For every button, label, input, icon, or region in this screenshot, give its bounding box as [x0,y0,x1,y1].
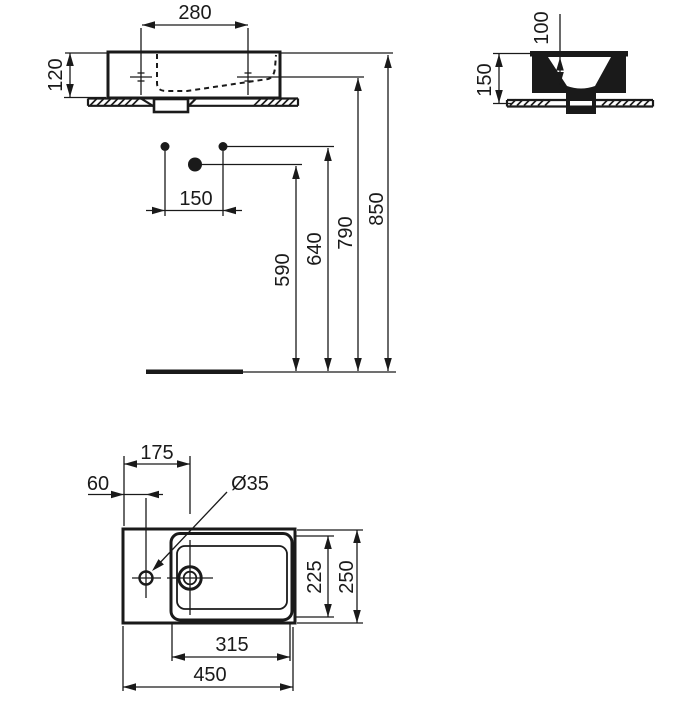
dim-left-to-waste: 175 [123,442,191,526]
dim-fixing-above-floor: 790 [259,76,364,371]
dim-280-label: 280 [178,2,211,24]
hatch-pattern [601,98,651,107]
dim-120-label: 120 [45,58,67,91]
dim-tap-hole-centers: 280 [140,2,249,95]
dim-bowl-width: 315 [171,622,291,661]
bowl-hidden-profile [156,54,277,92]
hatch-pattern [253,98,297,107]
dim-60-label: 60 [87,473,109,495]
dim-450-label: 450 [193,664,226,686]
dim-supply-spacing: 150 [146,188,242,215]
supply-connection-dot-left [160,142,170,151]
dim-850-label: 850 [366,192,388,225]
dim-315-label: 315 [215,634,248,656]
hatch-pattern [89,98,140,107]
dim-overall-width: 450 [122,626,294,691]
dim-rim-height: 120 [45,53,106,99]
dim-640-label: 640 [304,232,326,265]
mounting-shelf-front [86,97,300,114]
dim-tap-hole-diameter: Ø35 [152,473,269,571]
dim-150-side-label: 150 [474,63,496,96]
dim-left-to-tap: 60 [87,473,163,598]
front-view: 280 120 [45,2,393,114]
waste-outlet-front [152,97,190,114]
dim-waste-above-floor: 590 [195,163,302,371]
dim-100-label: 100 [531,11,553,44]
installation-dimensions: 150 850 790 640 [146,55,396,374]
dim-overall-depth: 250 [297,529,363,624]
dim-175-label: 175 [140,442,173,464]
dim-supply-above-floor: 640 [223,145,334,371]
side-view: 100 150 [474,11,655,114]
bowl-cavity-side [548,57,611,89]
waste-outlet-slot [570,101,592,106]
hatch-pattern [509,98,552,107]
dim-590-label: 590 [272,253,294,286]
bowl-outline-plan [169,532,294,622]
dim-250-label: 250 [336,560,358,593]
dim-rim-above-floor: 850 [366,55,392,371]
dim-225-label: 225 [304,560,326,593]
dim-overall-height: 150 [474,52,530,105]
basin-outline-front [106,50,282,100]
floor-line-thick [146,369,243,374]
dim-bowl-depth: 225 [294,535,334,618]
dim-790-label: 790 [335,216,357,249]
plan-view: 175 60 Ø35 225 [87,442,363,691]
dim-d35-label: Ø35 [231,473,269,495]
waste-hole [167,540,213,615]
dim-inner-depth: 100 [531,11,564,85]
dim-150-spacing-label: 150 [179,188,212,210]
